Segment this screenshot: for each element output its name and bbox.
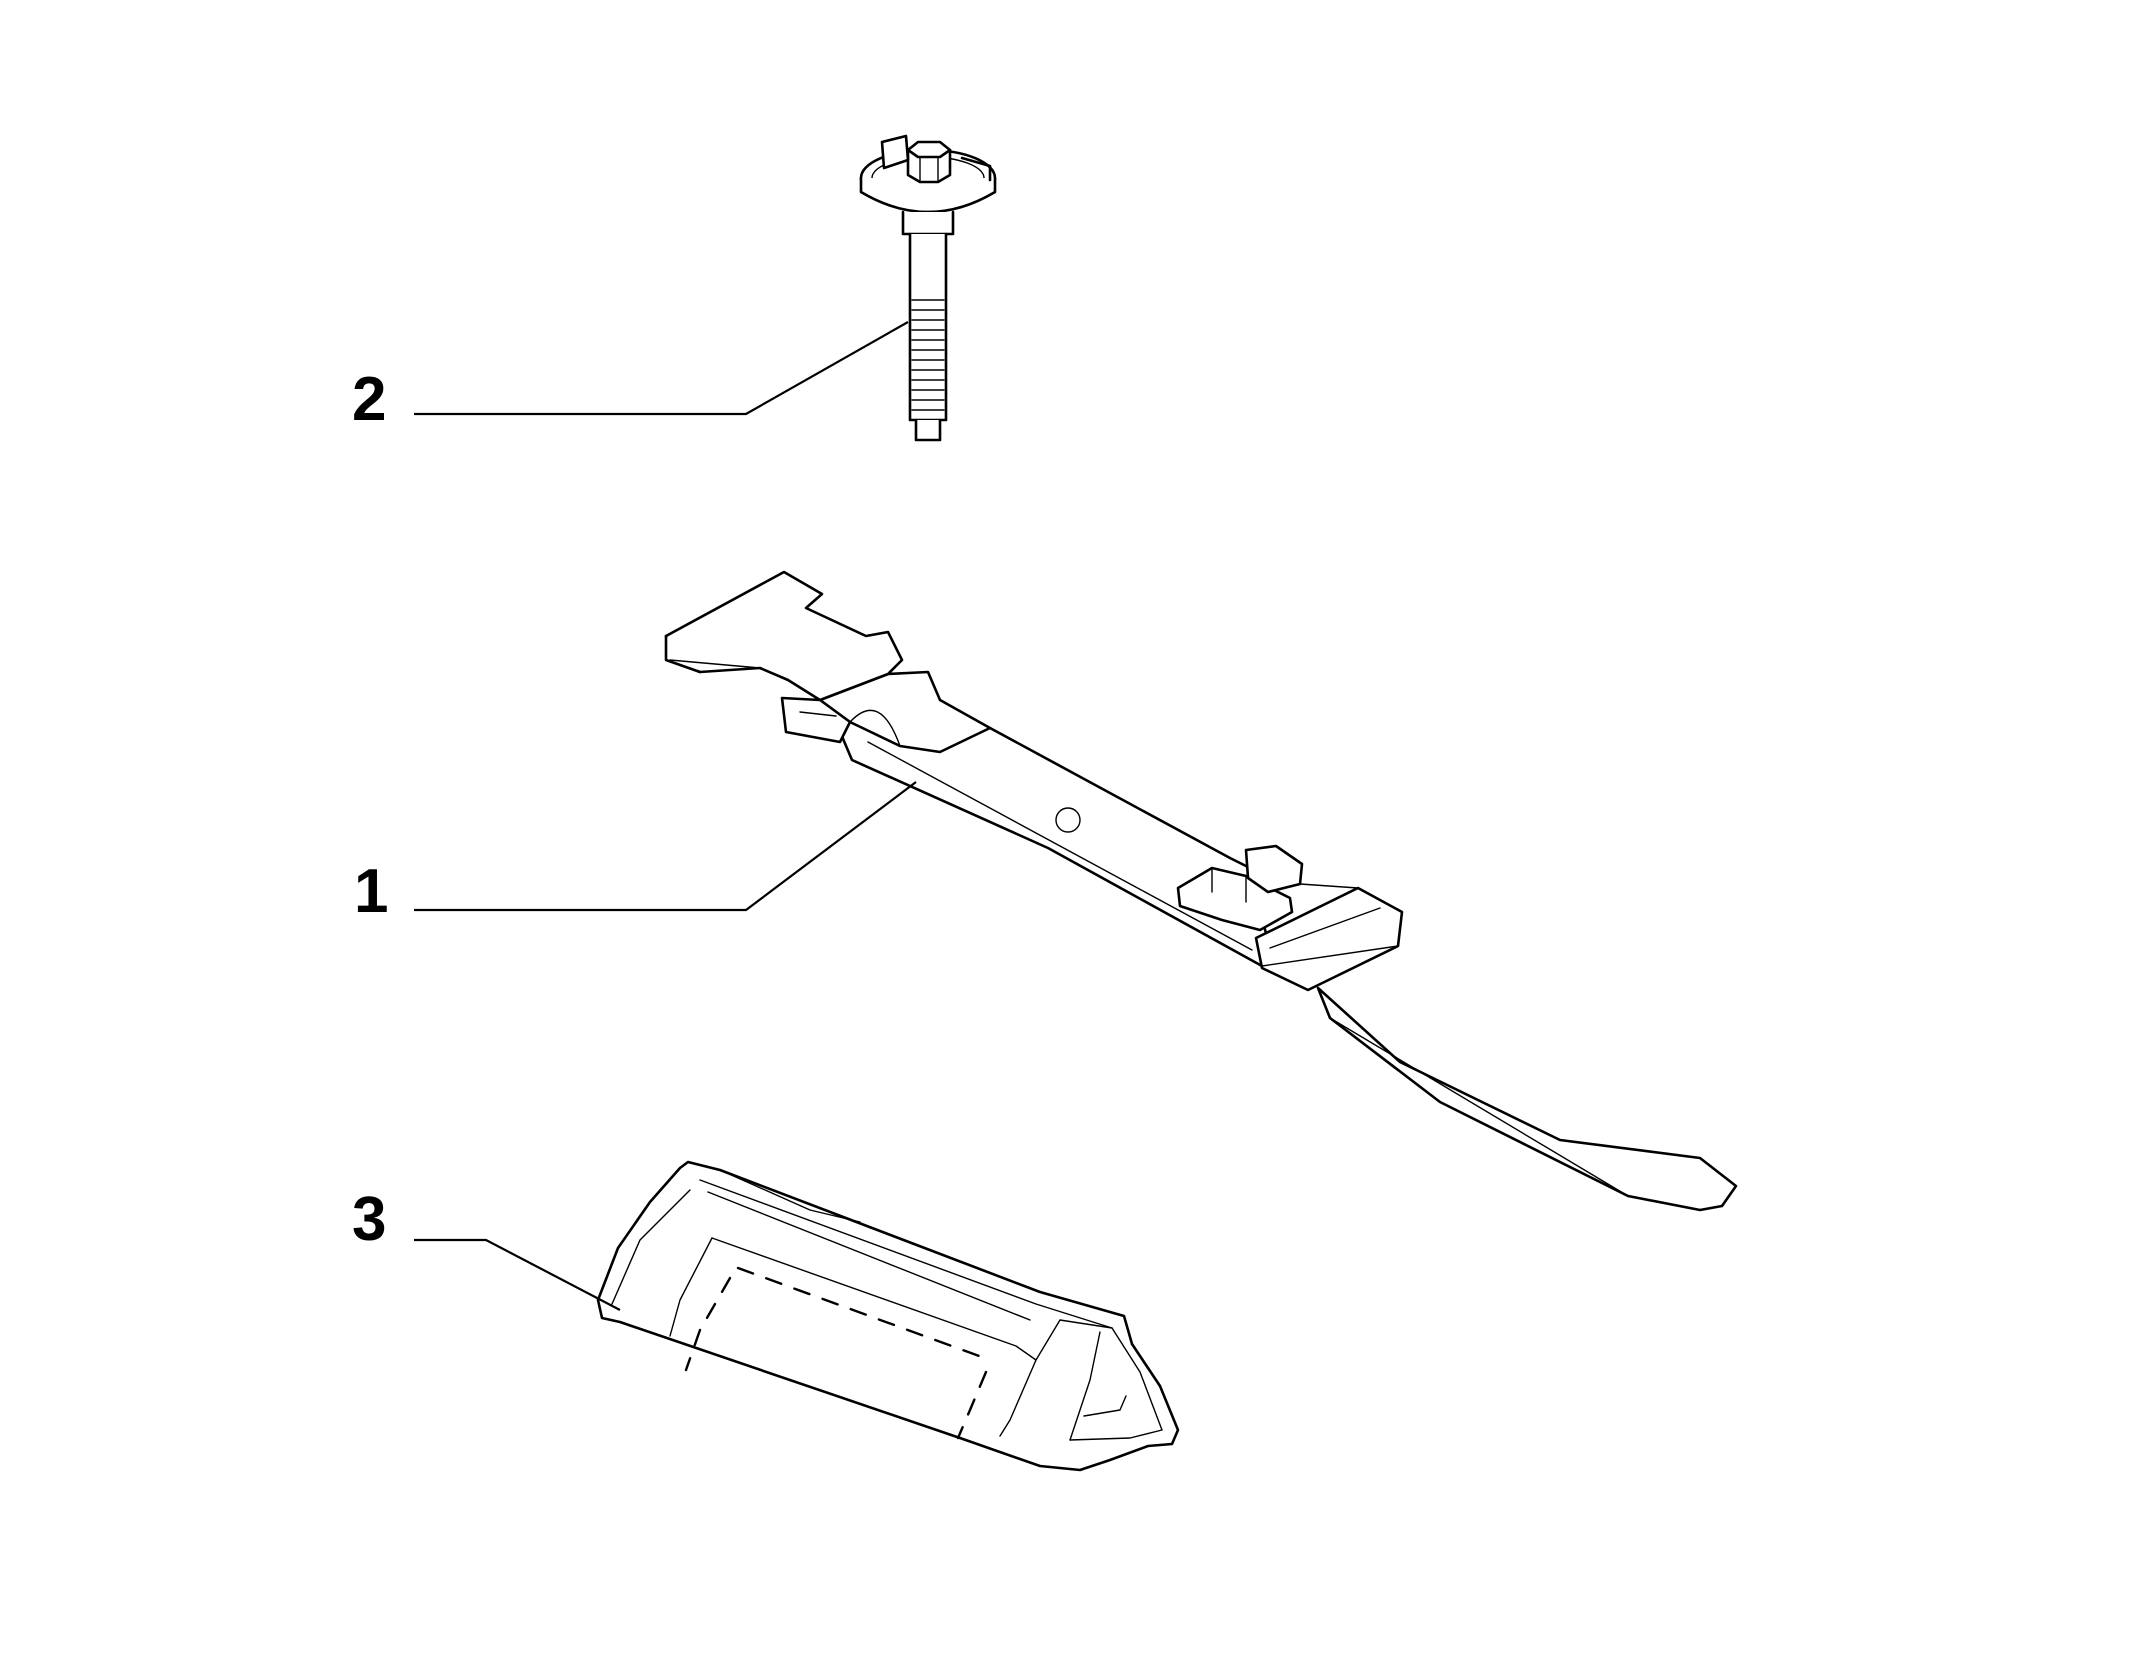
pouch-part [596, 1160, 1180, 1472]
strap-part [664, 570, 1738, 1212]
leader-line-1 [414, 781, 917, 912]
leader-line-3 [414, 1238, 621, 1311]
bolt-threads [911, 299, 945, 411]
bolt-part [859, 134, 997, 442]
callout-number-3: 3 [352, 1185, 386, 1254]
leader-line-2 [414, 321, 909, 416]
callout-number-2: 2 [352, 365, 386, 434]
callout-number-1: 1 [354, 857, 388, 926]
